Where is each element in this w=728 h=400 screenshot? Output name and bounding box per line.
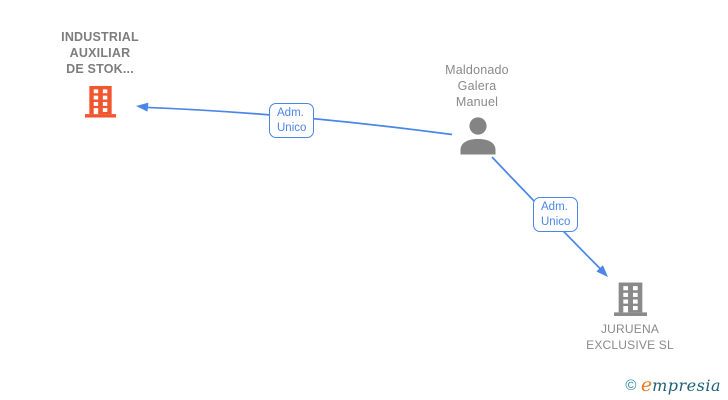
company-name-line: INDUSTRIAL bbox=[61, 30, 139, 44]
company-name-line: JURUENA bbox=[600, 322, 660, 336]
node-label-person-maldonado[interactable]: Maldonado Galera Manuel bbox=[397, 62, 557, 110]
edge-label-line: Adm. bbox=[277, 107, 304, 119]
edge-label-line: Unico bbox=[541, 215, 571, 228]
company-name-line: AUXILIAR bbox=[69, 46, 131, 60]
empresia-logo[interactable]: © empresia bbox=[625, 374, 721, 396]
person-name-line: Maldonado bbox=[445, 63, 509, 77]
person-name-line: Manuel bbox=[455, 95, 499, 109]
node-label-company-juruena[interactable]: JURUENA EXCLUSIVE SL bbox=[550, 321, 710, 353]
node-label-company-industrial[interactable]: INDUSTRIAL AUXILIAR DE STOK... bbox=[20, 29, 180, 77]
building-icon[interactable] bbox=[84, 85, 117, 118]
building-icon[interactable] bbox=[613, 281, 648, 317]
brand-letter-e: e bbox=[640, 374, 653, 396]
company-name-line: EXCLUSIVE SL bbox=[586, 338, 674, 352]
copyright-icon: © bbox=[625, 377, 637, 394]
edge-label-adm-unico-1: Adm. Unico bbox=[269, 103, 314, 138]
arrowhead-icon bbox=[136, 102, 149, 112]
person-icon[interactable] bbox=[457, 116, 499, 156]
person-name-line: Galera bbox=[457, 79, 497, 93]
edge-label-line: Unico bbox=[277, 121, 307, 134]
edge-label-adm-unico-2: Adm. Unico bbox=[533, 197, 578, 232]
company-name-line: DE STOK... bbox=[66, 62, 134, 76]
edge-label-line: Adm. bbox=[541, 201, 568, 213]
brand-name-rest: mpresia bbox=[652, 376, 721, 395]
arrowhead-icon bbox=[596, 265, 608, 277]
